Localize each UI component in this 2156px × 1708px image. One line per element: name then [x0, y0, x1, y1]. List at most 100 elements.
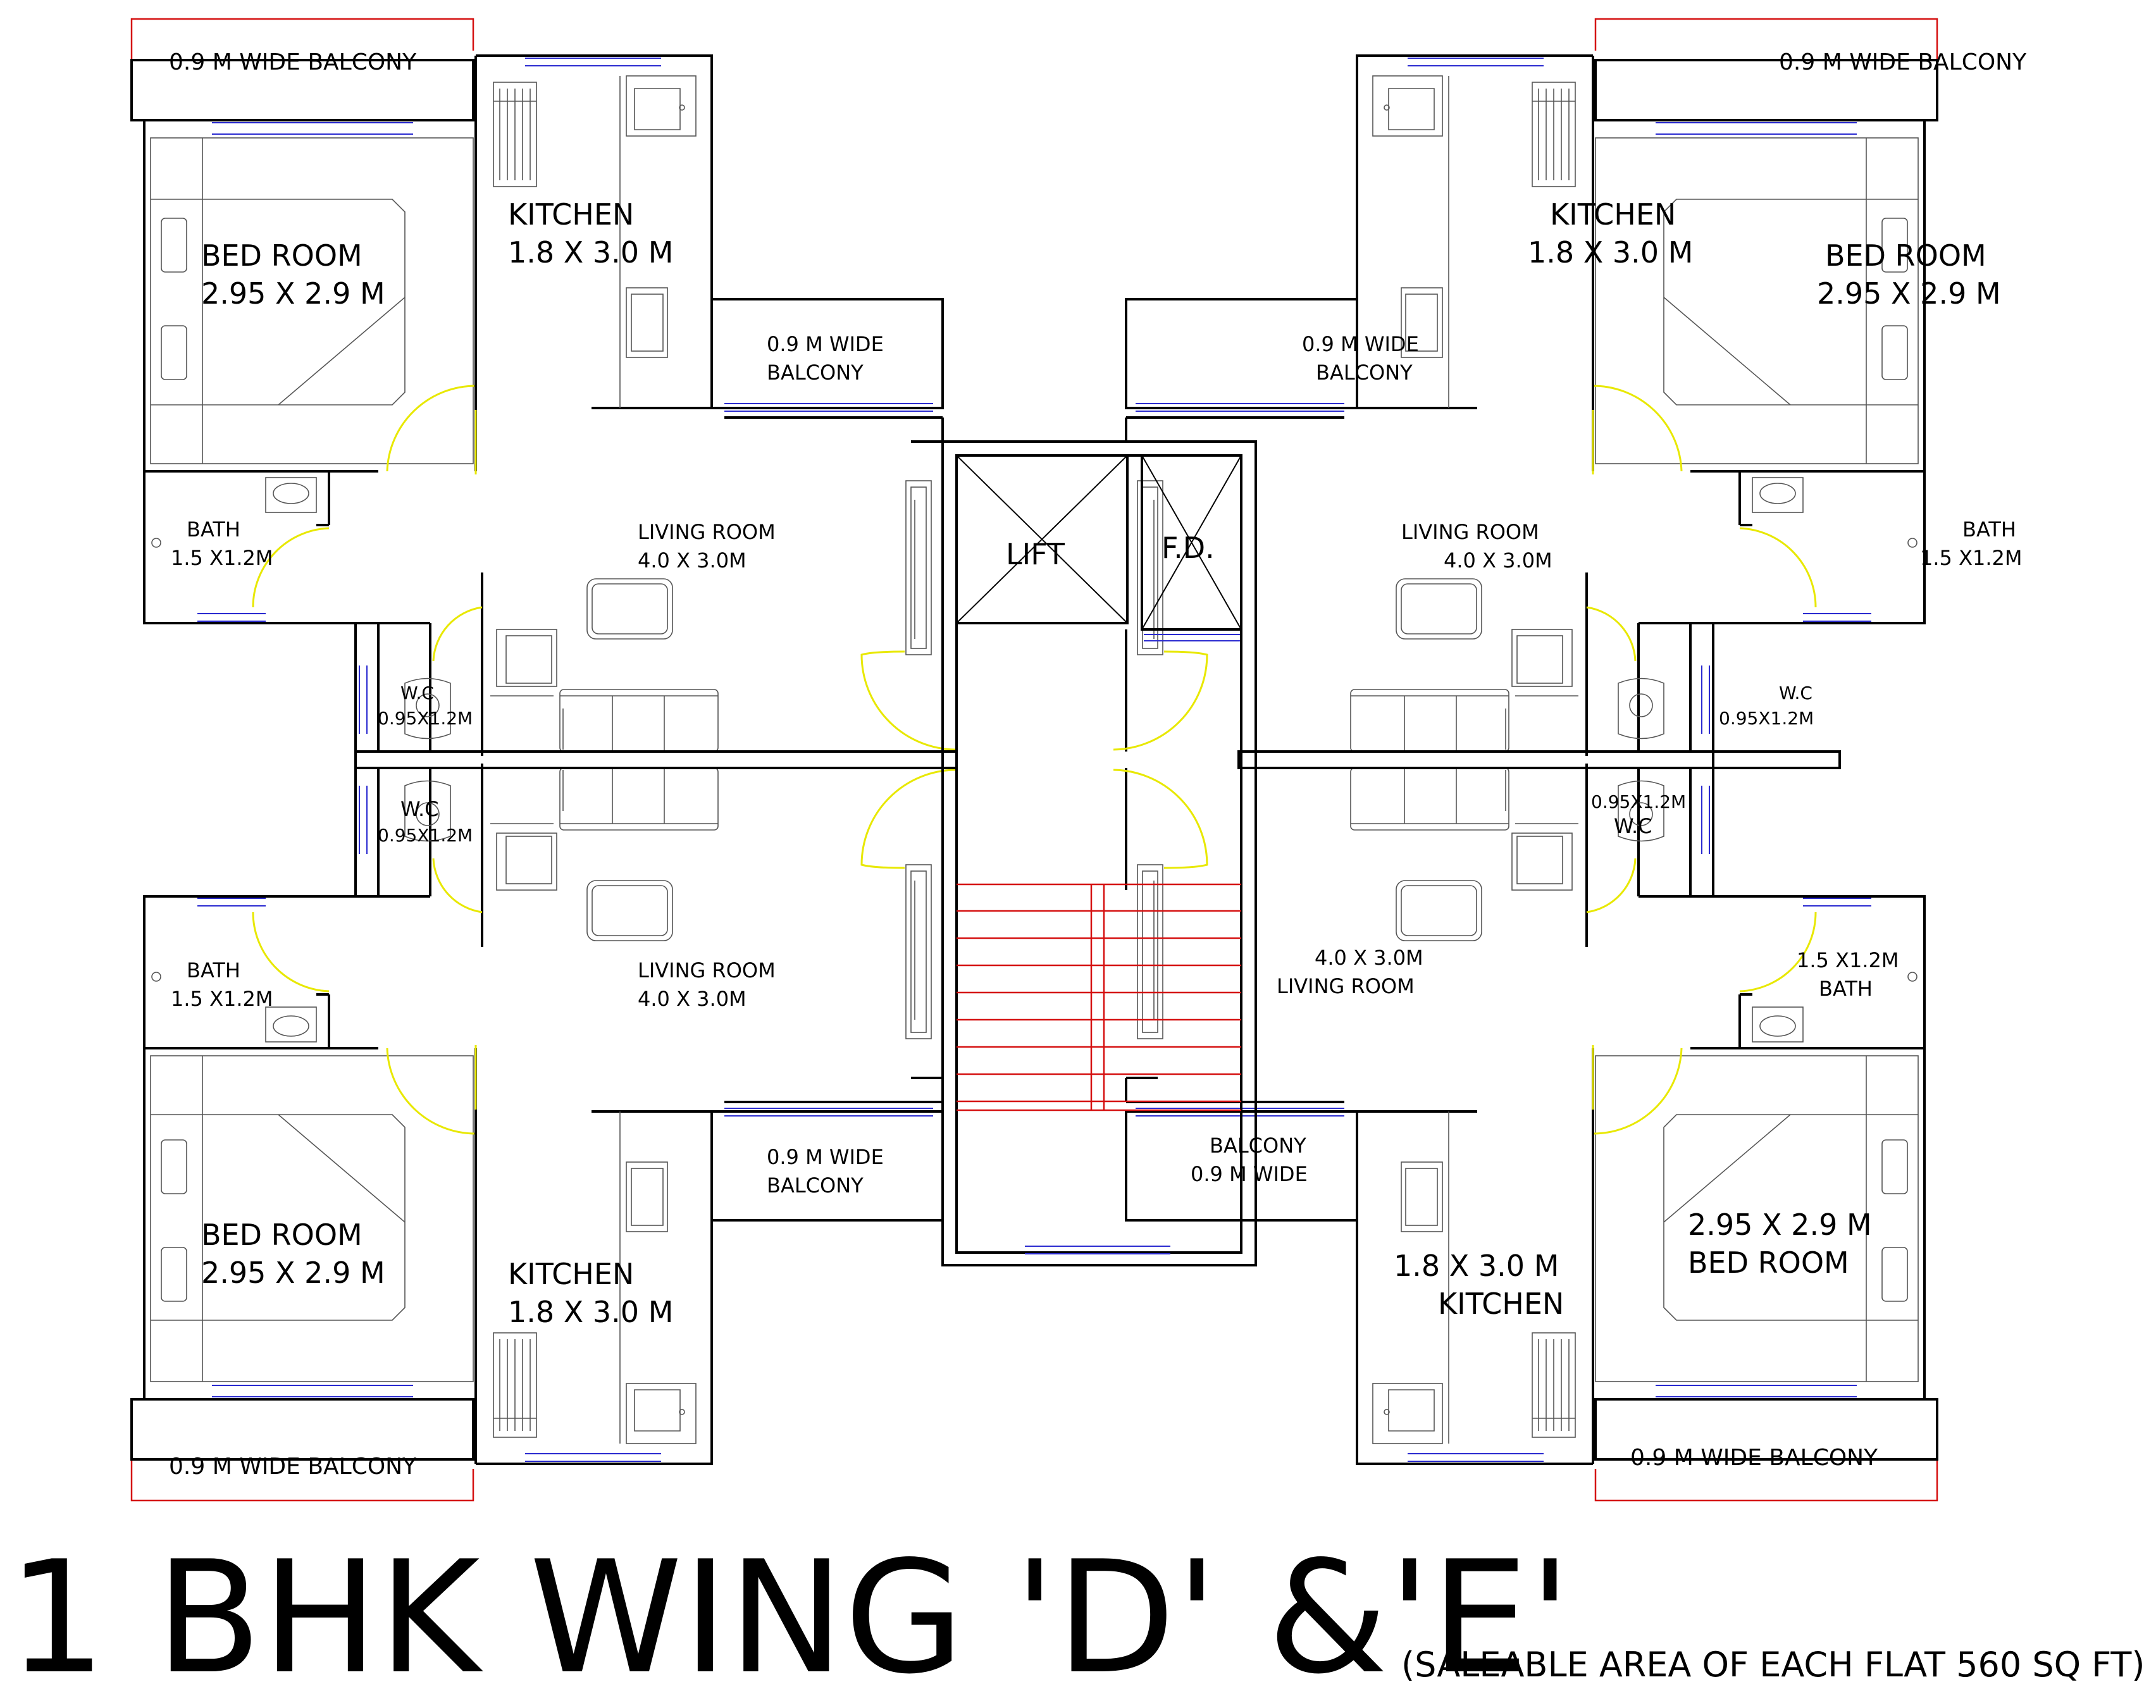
lift-cross: [956, 455, 1128, 624]
balcony-label: 0.9 M WIDE: [1191, 1162, 1308, 1186]
balcony-label: BALCONY: [767, 1173, 864, 1197]
fire-duct-cross: [1141, 455, 1242, 630]
toilet-icon: [404, 678, 451, 740]
bath-label: BATH: [187, 958, 240, 982]
kitchen-rack: [493, 82, 537, 187]
armchair: [505, 635, 552, 684]
kitchen-dim: 1.8 X 3.0 M: [508, 1295, 673, 1329]
bath-dim: 1.5 X1.2M: [171, 987, 273, 1011]
balcony-label: 0.9 M WIDE: [1302, 332, 1419, 356]
living-walls: [373, 418, 944, 756]
toilet-bowl: [416, 693, 440, 717]
wc-dim: 0.95X1.2M: [1591, 791, 1686, 812]
lift-shaft: [955, 454, 1129, 624]
armchair: [496, 629, 557, 687]
coffee-table: [586, 578, 673, 640]
bedroom-label: BED ROOM: [201, 1218, 362, 1252]
kitchen-counter: [626, 75, 697, 137]
fire-duct-label: F.D.: [1162, 531, 1215, 565]
bedroom-label: BED ROOM: [1825, 238, 1986, 273]
bedroom-door: [386, 385, 476, 472]
kitchen-label: KITCHEN: [508, 197, 634, 232]
bath-door: [252, 527, 330, 608]
shaft-inner: [910, 486, 927, 649]
balcony-label: 0.9 M WIDE BALCONY: [169, 49, 417, 75]
drawing-subtitle: (SALEABLE AREA OF EACH FLAT 560 SQ FT): [1401, 1645, 2145, 1685]
bath-walls: [143, 471, 373, 624]
wc-door: [432, 606, 483, 662]
corridor-band-right: [1237, 750, 1841, 769]
bedroom-dim: 2.95 X 2.9 M: [201, 1256, 385, 1290]
bed: [150, 137, 474, 464]
bedroom-label: BED ROOM: [1688, 1246, 1849, 1280]
pillow: [161, 218, 187, 273]
kitchen-label: KITCHEN: [1550, 197, 1676, 232]
kitchen-label: KITCHEN: [508, 1257, 634, 1291]
bedroom-dim: 2.95 X 2.9 M: [1688, 1208, 1872, 1242]
kitchen-sink: [634, 88, 681, 130]
balcony-label: 0.9 M WIDE BALCONY: [169, 1454, 417, 1480]
living-dim: 4.0 X 3.0M: [638, 548, 747, 572]
rotated-labels: W.C 0.95X1.2M BATH 1.5 X1.2M LIVING ROOM…: [1191, 791, 1899, 1471]
bath-dim: 1.5 X1.2M: [1920, 546, 2022, 570]
bed-sheet: [278, 297, 406, 405]
corridor-band-left: [354, 750, 958, 769]
bed-mattress: [151, 199, 406, 405]
flat-unit-top-left: [130, 18, 956, 761]
wc-label: W.C: [1614, 814, 1652, 838]
entry-door: [860, 650, 956, 751]
small-balcony: [712, 298, 944, 409]
balcony-label: 0.9 M WIDE: [767, 1145, 884, 1169]
living-label: LIVING ROOM: [638, 958, 776, 982]
stair-frame: [957, 883, 1241, 1110]
wc-dim: 0.95X1.2M: [1719, 708, 1814, 729]
core-inner: [955, 454, 1242, 1254]
flat-unit-bottom-left: [130, 757, 957, 1502]
living-label: LIVING ROOM: [638, 520, 776, 544]
drawing-title: 1 BHK WING 'D' &'E': [8, 1528, 1571, 1708]
core-outline: [941, 440, 1257, 1266]
shower-icon: [151, 538, 161, 548]
balcony-label: 0.9 M WIDE BALCONY: [1630, 1445, 1878, 1471]
living-dim: 4.0 X 3.0M: [1444, 548, 1552, 572]
kitchen-platform: [631, 294, 664, 352]
pillow: [161, 325, 187, 380]
wc-dim: 0.95X1.2M: [378, 825, 473, 846]
rack-shelves: [493, 89, 536, 180]
living-dim: 4.0 X 3.0M: [1315, 946, 1423, 970]
bath-dim: 1.5 X1.2M: [1797, 948, 1899, 972]
balcony-label: BALCONY: [1210, 1134, 1306, 1158]
central-corridor: [354, 750, 1841, 769]
bath-label: BATH: [1819, 977, 1873, 1001]
kitchen-dim: 1.8 X 3.0 M: [1528, 235, 1693, 269]
stair-treads: [957, 910, 1241, 1111]
basin-bowl: [273, 483, 309, 504]
fire-duct: [1141, 454, 1242, 631]
kitchen-label: KITCHEN: [1438, 1287, 1564, 1321]
bath-dim: 1.5 X1.2M: [171, 546, 273, 570]
sofa-cushions: [560, 695, 718, 752]
sink-tap: [679, 104, 685, 111]
living-dim: 4.0 X 3.0M: [638, 987, 747, 1011]
wc-label: W.C: [400, 797, 438, 821]
kitchen-walls: [474, 54, 713, 410]
wc-dim: 0.95X1.2M: [378, 708, 473, 729]
wash-basin: [265, 477, 317, 513]
balcony-label: BALCONY: [1316, 361, 1413, 385]
flat-unit-top-right: [1112, 18, 1938, 762]
wc-walls: [354, 623, 380, 752]
shaft: [905, 480, 932, 655]
kitchen-platform: [626, 287, 668, 358]
kitchen-dim: 1.8 X 3.0 M: [508, 235, 673, 269]
core: [941, 440, 1257, 1266]
lift-label: LIFT: [1006, 537, 1065, 571]
wc-label: W.C: [400, 683, 434, 703]
balcony-label: BALCONY: [767, 361, 864, 385]
wc-label: W.C: [1779, 683, 1812, 703]
bedroom-dim: 2.95 X 2.9 M: [201, 276, 385, 311]
bedroom-dim: 2.95 X 2.9 M: [1817, 276, 2001, 311]
sofa: [559, 689, 719, 752]
flat-unit-bottom-right: [1112, 757, 1938, 1502]
living-label: LIVING ROOM: [1277, 974, 1415, 998]
